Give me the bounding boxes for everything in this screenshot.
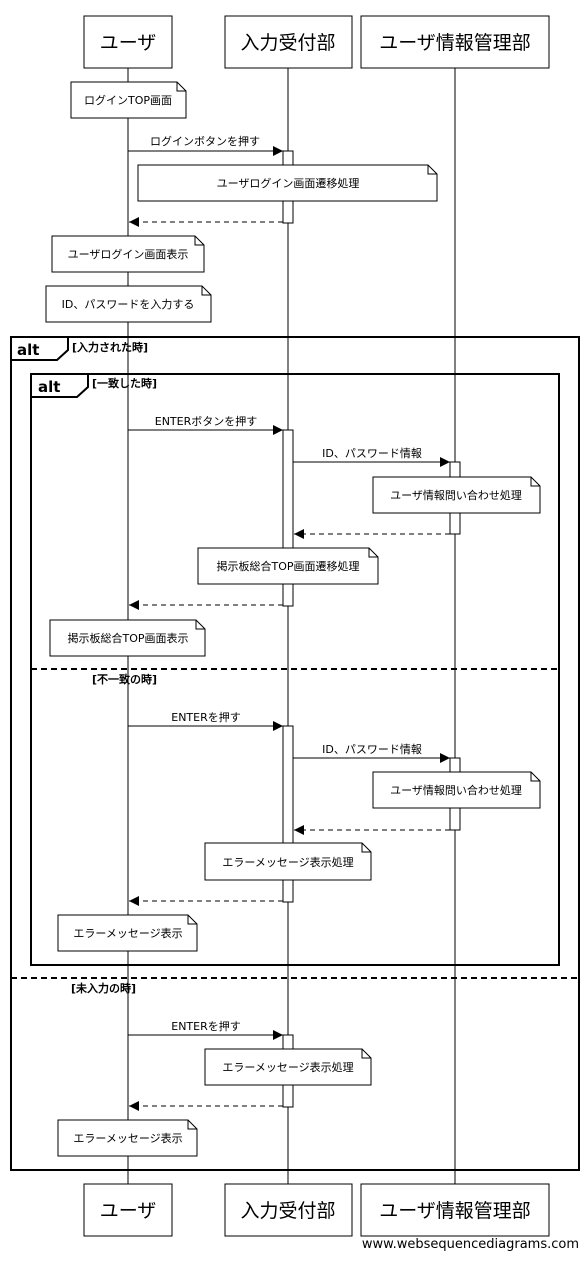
note-label: エラーメッセージ表示処理 [222, 1060, 353, 1074]
message-arrow: ENTERボタンを押す [128, 414, 283, 435]
alt-guard: [一致した時] [92, 376, 157, 390]
note-label: エラーメッセージ表示処理 [222, 855, 353, 869]
note: ユーザログイン画面遷移処理 [137, 164, 438, 202]
message-label: ENTERを押す [171, 710, 241, 724]
note: ID、パスワードを入力する [45, 285, 212, 323]
participant-label: ユーザ [100, 32, 157, 54]
note: ユーザログイン画面表示 [51, 235, 205, 273]
note: 掲示板総合TOP画面遷移処理 [197, 547, 379, 585]
participant-label: ユーザ情報管理部 [379, 1200, 531, 1222]
message-label: ログインボタンを押す [150, 134, 260, 148]
note: ログインTOP画面 [70, 81, 187, 119]
note-label: ログインTOP画面 [84, 93, 172, 107]
participant-mgmt-top: ユーザ情報管理部 [360, 15, 550, 69]
activation-bar [282, 429, 294, 607]
participant-input-top: 入力受付部 [224, 15, 353, 69]
message-label: ENTERを押す [171, 1019, 241, 1033]
note-label: ユーザログイン画面表示 [68, 247, 189, 261]
message-arrow: ENTERを押す [128, 1019, 283, 1040]
message-arrow: ID、パスワード情報 [293, 447, 450, 467]
note: ユーザ情報問い合わせ処理 [372, 771, 541, 809]
note-label: 掲示板総合TOP画面表示 [67, 631, 188, 645]
note-label: ユーザ情報問い合わせ処理 [390, 783, 522, 797]
note-label: エラーメッセージ表示 [73, 1131, 182, 1145]
note-label: エラーメッセージ表示 [73, 926, 182, 940]
participant-label: 入力受付部 [240, 1200, 335, 1222]
alt-keyword: alt [17, 341, 39, 359]
note-label: ID、パスワードを入力する [62, 298, 195, 311]
note-label: ユーザログイン画面遷移処理 [217, 176, 360, 190]
participant-label: 入力受付部 [240, 32, 335, 54]
note-label: ユーザ情報問い合わせ処理 [390, 488, 522, 502]
activation-bar [282, 725, 294, 903]
participant-label: ユーザ情報管理部 [379, 32, 531, 54]
message-arrow: ID、パスワード情報 [293, 743, 450, 763]
participant-user-bottom: ユーザ [83, 1183, 173, 1237]
note: エラーメッセージ表示 [57, 914, 198, 952]
alt-fragment-inner: alt [一致した時] [不一致の時] [30, 373, 560, 966]
participant-mgmt-bottom: ユーザ情報管理部 [360, 1183, 550, 1237]
note: ユーザ情報問い合わせ処理 [372, 476, 541, 514]
message-label: ID、パスワード情報 [322, 743, 422, 756]
alt-guard: [不一致の時] [92, 672, 157, 686]
alt-guard: [未入力の時] [71, 981, 136, 995]
participant-input-bottom: 入力受付部 [224, 1183, 353, 1237]
message-label: ENTERボタンを押す [155, 414, 258, 428]
message-arrow: ログインボタンを押す [128, 134, 283, 156]
participant-label: ユーザ [100, 1200, 157, 1222]
alt-keyword: alt [38, 378, 60, 396]
note: エラーメッセージ表示処理 [204, 842, 372, 881]
note: 掲示板総合TOP画面表示 [49, 619, 206, 657]
alt-fragment-outer: alt [入力された時] [未入力の時] [10, 336, 580, 1171]
alt-guard: [入力された時] [72, 340, 148, 354]
participant-user-top: ユーザ [83, 15, 173, 69]
message-label: ID、パスワード情報 [322, 447, 422, 460]
footer-credit[interactable]: www.websequencediagrams.com [361, 1237, 579, 1252]
note-label: 掲示板総合TOP画面遷移処理 [216, 559, 359, 573]
note: エラーメッセージ表示処理 [204, 1048, 372, 1086]
note: エラーメッセージ表示 [57, 1119, 198, 1157]
message-arrow: ENTERを押す [128, 710, 283, 731]
